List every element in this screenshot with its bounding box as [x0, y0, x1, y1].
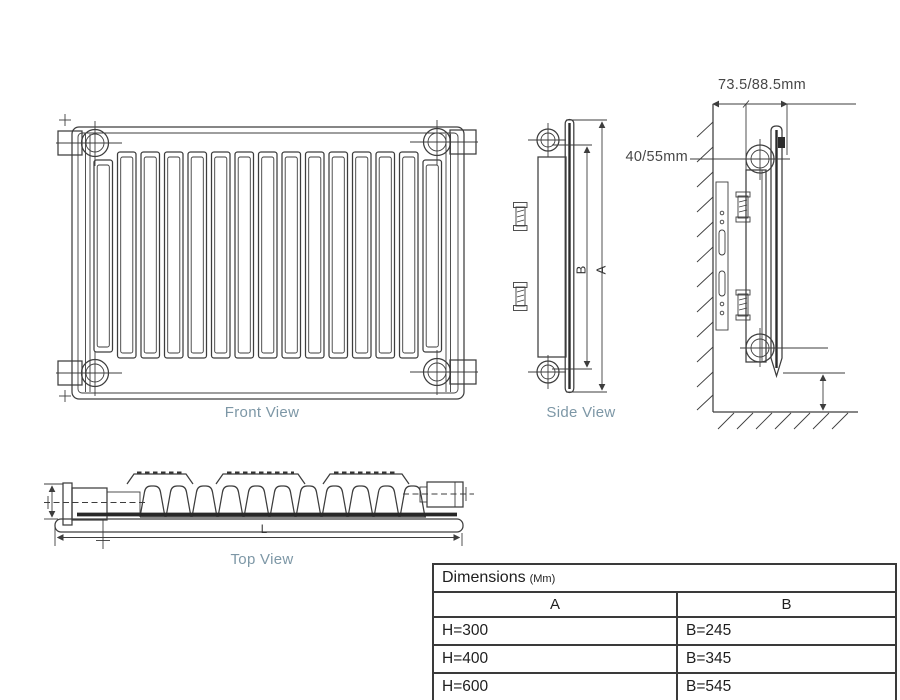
- floor-hatching: [717, 412, 849, 430]
- dimension-line-length: [54, 526, 463, 546]
- top-view-label: Top View: [230, 551, 294, 568]
- reference-ticks: [59, 114, 71, 402]
- corner-bung-top-left: [56, 121, 122, 166]
- dimension-letter-b: B: [573, 265, 589, 275]
- cell-height: H=400: [432, 644, 678, 674]
- dimension-line-b: [552, 144, 592, 370]
- dimension-line-a: [566, 119, 607, 393]
- mounting-bracket-lower: [513, 282, 528, 311]
- corner-bung-bottom-right: [410, 350, 478, 395]
- top-view-drawing: [44, 471, 474, 549]
- mounting-bracket-upper: [513, 202, 528, 231]
- side-view-label: Side View: [546, 404, 616, 421]
- corner-bung-top-right: [410, 120, 478, 165]
- table-title-row: Dimensions(Mm): [432, 563, 897, 593]
- cell-b-dim: B=245: [676, 616, 897, 646]
- cell-height: H=600: [432, 672, 678, 700]
- dimension-line-floor-gap: [783, 372, 845, 411]
- table-header-row: A B: [432, 591, 897, 618]
- side-view-drawing: [513, 118, 607, 394]
- column-header-b: B: [676, 591, 897, 618]
- table-row: H=600 B=545: [432, 672, 897, 700]
- cell-b-dim: B=345: [676, 644, 897, 674]
- wall-bracket-strip: [715, 181, 729, 331]
- front-view-drawing: [56, 114, 478, 402]
- radiator-slats: [93, 151, 443, 359]
- table-row: H=300 B=245: [432, 616, 897, 646]
- column-header-a: A: [432, 591, 678, 618]
- pipe-bung-bottom: [740, 328, 828, 367]
- dimensions-table: Dimensions(Mm) A B H=300 B=245 H=400 B=3…: [432, 563, 897, 700]
- bracket-clip-upper: [735, 191, 751, 223]
- cell-b-dim: B=545: [676, 672, 897, 700]
- dimension-label-pipe-center: 40/55mm: [625, 149, 688, 165]
- corner-bung-bottom-left: [56, 351, 122, 396]
- convector-fins: [126, 471, 426, 518]
- dimension-line-wall-offset: [712, 100, 856, 170]
- wall-hatching: [696, 121, 714, 411]
- cell-height: H=300: [432, 616, 678, 646]
- wall-mount-detail-drawing: [690, 100, 858, 430]
- dimension-letter-a: A: [593, 265, 609, 275]
- dimension-label-wall-offset: 73.5/88.5mm: [718, 77, 806, 93]
- table-row: H=400 B=345: [432, 644, 897, 674]
- dimension-line-depth: [44, 483, 63, 520]
- table-title-unit: (Mm): [529, 573, 556, 585]
- pipe-bung-top: [745, 139, 775, 180]
- bracket-clip-lower: [735, 289, 751, 321]
- front-view-label: Front View: [224, 404, 300, 421]
- dimension-letter-l: L: [260, 524, 268, 536]
- table-title: Dimensions: [442, 569, 526, 586]
